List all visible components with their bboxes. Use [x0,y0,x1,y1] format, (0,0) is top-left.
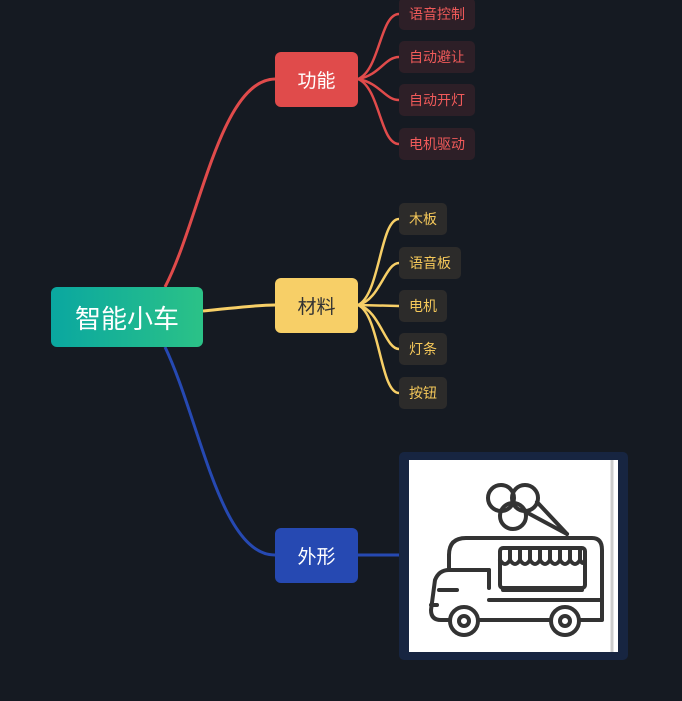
link-gongneng-leaf4 [357,77,400,146]
image-node[interactable] [399,452,628,660]
link-cailiao-leaf4 [357,303,400,351]
link-cailiao-leaf1 [357,217,400,307]
leaf-node[interactable]: 自动开灯 [399,84,475,116]
leaf-node[interactable]: 电机驱动 [399,128,475,160]
leaf-node[interactable]: 灯条 [399,333,447,365]
link-gongneng-leaf3 [357,77,400,102]
link-root-waixing [163,346,276,557]
leaf-node[interactable]: 木板 [399,203,447,235]
link-gongneng-leaf1 [357,12,400,81]
leaf-label: 电机 [409,299,437,315]
root-node[interactable]: 智能小车 [51,287,203,347]
leaf-node[interactable]: 电机 [399,290,447,322]
leaf-label: 语音控制 [409,7,465,23]
branch-label: 外形 [297,546,336,568]
leaf-label: 电机驱动 [409,137,465,153]
leaf-label: 自动避让 [409,50,465,66]
food-truck-icon [429,460,614,652]
leaf-label: 按钮 [409,386,437,402]
food-truck-image [409,460,618,652]
leaf-node[interactable]: 自动避让 [399,41,475,73]
link-root-cailiao [202,303,276,313]
leaf-label: 自动开灯 [409,93,465,109]
leaf-node[interactable]: 按钮 [399,377,447,409]
branch-label: 材料 [297,296,336,318]
branch-label: 功能 [297,70,336,92]
link-root-gongneng [163,77,276,288]
leaf-label: 木板 [409,212,437,228]
branch-node-waixing[interactable]: 外形 [275,528,358,583]
link-cailiao-leaf2 [357,261,400,307]
link-cailiao-leaf5 [357,303,400,395]
link-gongneng-leaf2 [357,55,400,81]
link-cailiao-leaf3 [357,303,400,308]
branch-node-cailiao[interactable]: 材料 [275,278,358,333]
root-label: 智能小车 [74,304,179,335]
branch-node-gongneng[interactable]: 功能 [275,52,358,107]
leaf-node[interactable]: 语音控制 [399,0,475,30]
leaf-label: 语音板 [409,256,451,272]
leaf-node[interactable]: 语音板 [399,247,461,279]
leaf-label: 灯条 [409,342,437,358]
